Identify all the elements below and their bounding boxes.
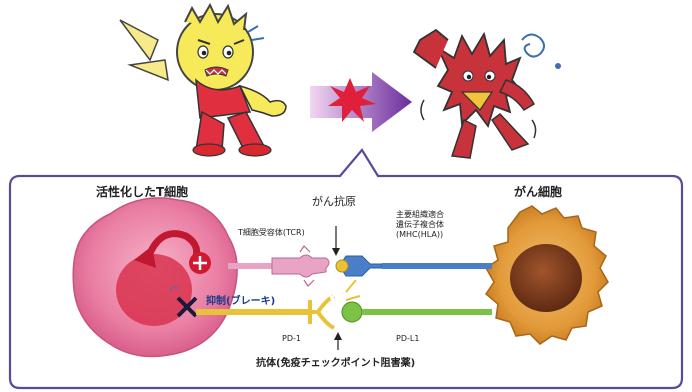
- tcr-label: T細胞受容体(TCR): [238, 228, 305, 237]
- cancer-antigen-dot: [336, 260, 348, 272]
- mhc-label-line-3: (MHC(HLA)): [396, 230, 444, 240]
- pdl1-ligand-shape: [342, 302, 362, 322]
- cancer-antigen-label: がん抗原: [312, 196, 356, 209]
- pdl1-label: PD-L1: [396, 334, 419, 343]
- brake-label: 抑制(ブレーキ): [206, 296, 275, 308]
- mhc-label-line-1: 主要組織適合: [396, 210, 444, 220]
- cancer-cell-label: がん細胞: [514, 186, 562, 200]
- activated-t-cell-label: 活性化したT細胞: [96, 186, 188, 200]
- t-cell-character-illustration: [120, 5, 286, 156]
- activated-t-cell: [73, 198, 237, 357]
- mhc-label: 主要組織適合 遺伝子複合体 (MHC(HLA)): [396, 210, 444, 240]
- attack-arrow-illustration: [310, 72, 412, 132]
- pd1-label: PD-1: [282, 334, 301, 343]
- mhc-label-line-2: 遺伝子複合体: [396, 220, 444, 230]
- antibody-label: 抗体(免疫チェックポイント阻害薬): [256, 358, 415, 370]
- cancer-character-illustration: [414, 30, 561, 158]
- cancer-cell-nucleus: [510, 244, 582, 312]
